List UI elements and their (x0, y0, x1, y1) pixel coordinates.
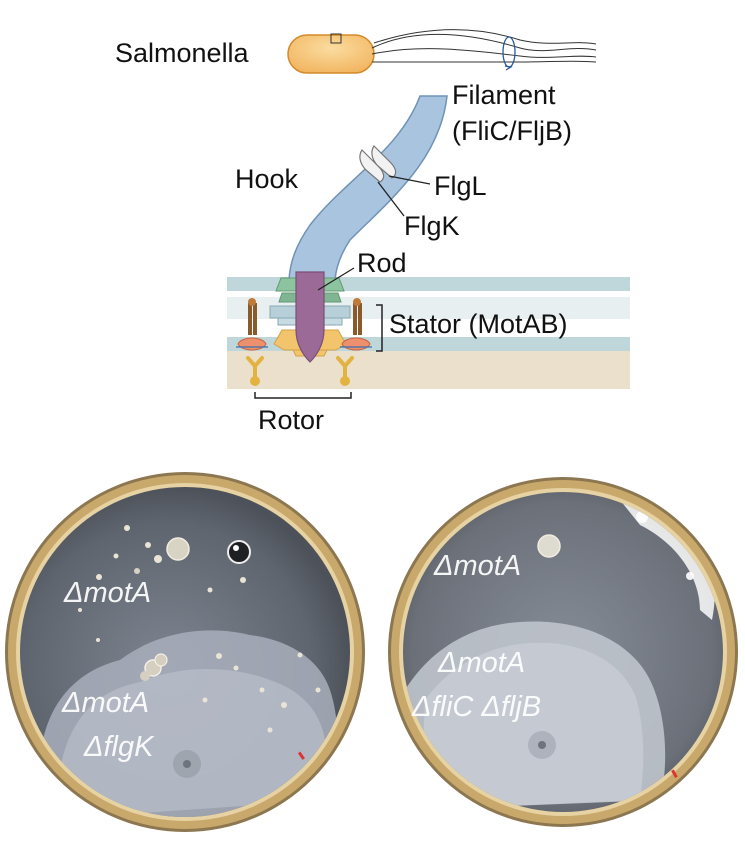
rotor-bracket (254, 392, 352, 399)
salmonella-label: Salmonella (115, 38, 250, 68)
stator-bracket (376, 304, 383, 352)
flgk-label: FlgK (404, 211, 460, 241)
right-plate-label-top: ΔmotA (433, 550, 521, 582)
flgl-label: FlgL (434, 171, 487, 201)
rod-drive-shaft (295, 271, 325, 363)
rotor-label: Rotor (258, 405, 324, 435)
filament-label: Filament (452, 80, 556, 110)
rod-label: Rod (357, 248, 407, 278)
right-plate-label-bottom-1: ΔmotA (437, 647, 525, 679)
left-agar-plate (5, 472, 365, 832)
stator-label: Stator (MotAB) (389, 309, 568, 339)
filament-protein-label: (FliC/FljB) (452, 116, 572, 146)
left-plate-label-bottom-1: ΔmotA (61, 687, 149, 719)
flgl-leader-line (388, 175, 431, 185)
salmonella-cell-drawing (287, 29, 597, 74)
left-plate-label-bottom-2: ΔflgK (83, 731, 155, 763)
right-plate-label-bottom-2: ΔfliC ΔfljB (411, 691, 541, 723)
junction-rings (359, 145, 397, 183)
right-agar-plate (388, 477, 738, 827)
flgk-leader-line (377, 181, 405, 217)
hook-label: Hook (235, 164, 299, 194)
left-plate-label-top: ΔmotA (63, 577, 151, 609)
stator-unit-left (236, 298, 268, 386)
stator-unit-right (336, 298, 372, 386)
rod-leader-line (317, 267, 355, 291)
